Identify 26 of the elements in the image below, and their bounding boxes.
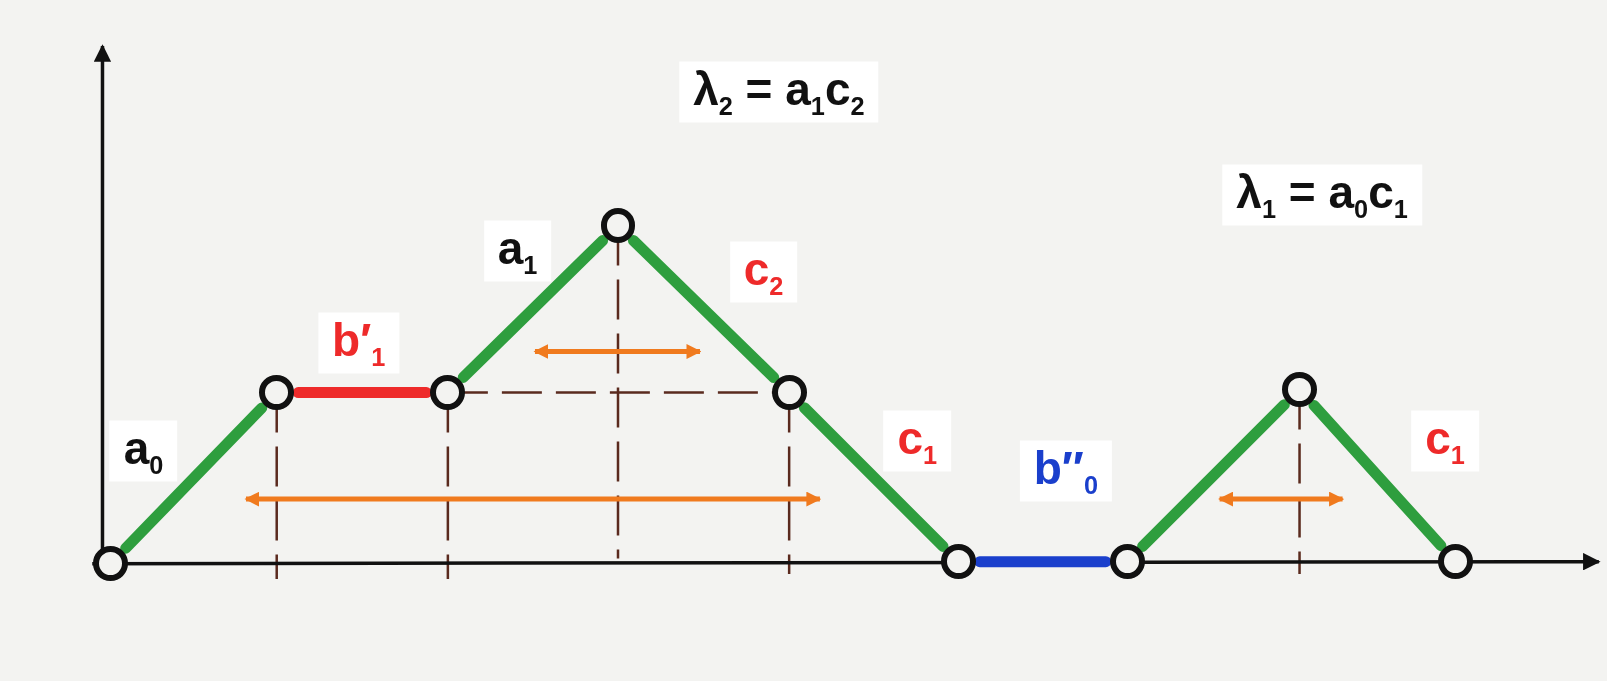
vertex-circle: [600, 208, 636, 243]
vertex-circle: [940, 544, 976, 580]
vertex-circle: [771, 375, 807, 410]
vertex-circle: [1109, 544, 1145, 580]
edge-label: c$_{1}$: [1411, 410, 1479, 472]
path-segment: [120, 402, 268, 554]
path-segment: [1137, 399, 1290, 552]
vertex-circle: [1437, 544, 1473, 580]
edge-label: a$_{0}$: [109, 420, 178, 482]
path-segment: [627, 235, 780, 383]
edge-label: b″$_{0}$: [1019, 440, 1112, 502]
path-segment: [292, 387, 432, 399]
path-segment: [1308, 399, 1447, 552]
formula-label: λ$_{2}$ = a$_{1}$c$_{2}$: [679, 61, 879, 123]
vertex-circle: [259, 375, 295, 410]
vertex-circle: [93, 546, 129, 582]
path-segment: [974, 556, 1112, 568]
path-segment: [457, 235, 609, 383]
formula-label: λ$_{1}$ = a$_{0}$c$_{1}$: [1222, 164, 1422, 226]
vertex-circle: [430, 375, 466, 410]
edge-label: c$_{2}$: [729, 241, 798, 303]
vertex-circle: [1282, 372, 1317, 407]
edge-label: b′$_{1}$: [318, 312, 400, 374]
edge-label: a$_{1}$: [483, 220, 552, 282]
path-segment: [798, 402, 949, 552]
edge-label: c$_{1}$: [883, 410, 952, 472]
